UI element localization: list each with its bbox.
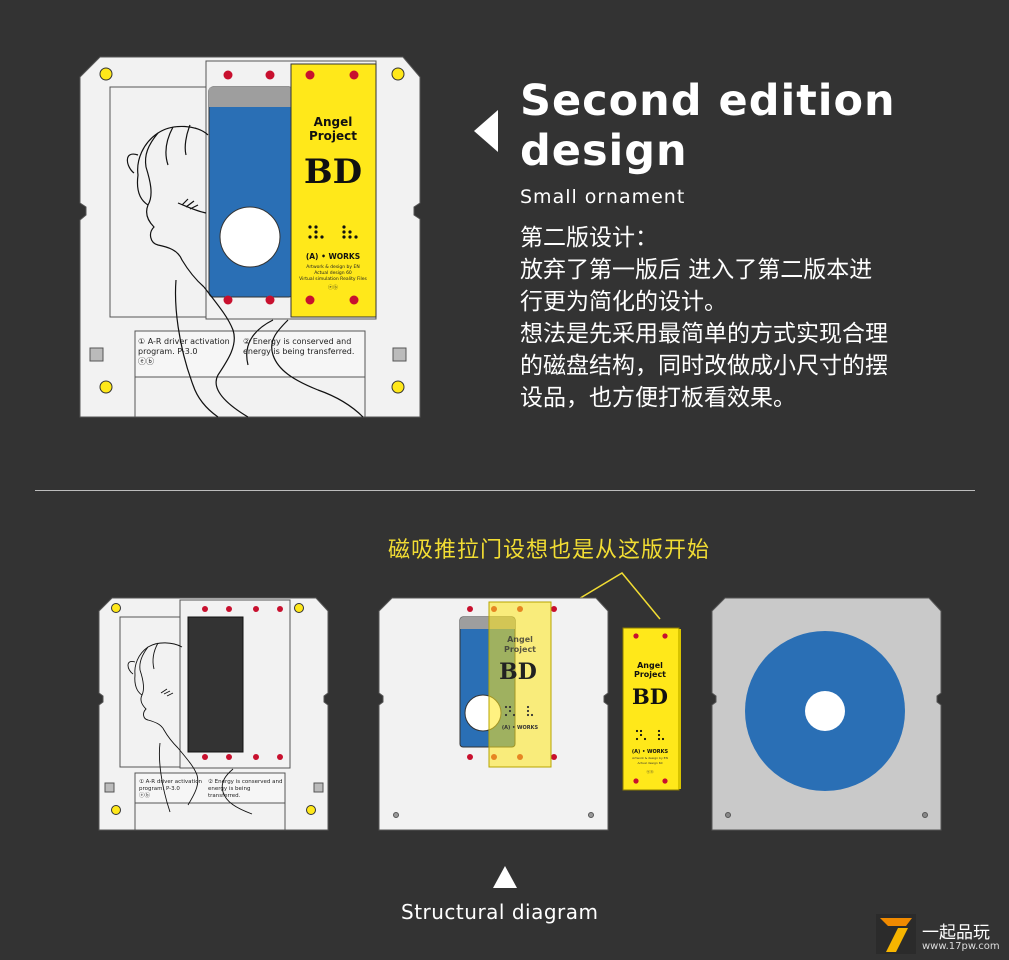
svg-text:ⓔⓑ: ⓔⓑ — [139, 791, 151, 799]
watermark-url: www.17pw.com — [922, 941, 1000, 952]
structure-disk-overlay: Angel Project BD (A) • WORKS — [378, 597, 609, 831]
svg-text:Project: Project — [634, 670, 666, 679]
caption-leader-lines — [561, 572, 661, 620]
disk-hub-hole — [219, 206, 281, 268]
svg-text:program. P-3.0: program. P-3.0 — [139, 786, 180, 792]
label-line2: Project — [309, 129, 357, 143]
red-dot — [349, 295, 359, 305]
main-disk-illustration: Angel Project BD (A) • WORKS Artwork & d… — [79, 56, 421, 418]
svg-text:Actual design 60: Actual design 60 — [637, 761, 662, 765]
red-dot — [265, 70, 275, 80]
label-mark: ⓔⓑ — [328, 284, 338, 291]
corner-dot — [391, 67, 405, 81]
svg-text:BD: BD — [632, 684, 668, 709]
red-dot — [305, 70, 315, 80]
label-small2: Actual design 60 — [314, 270, 352, 276]
red-dot — [265, 295, 275, 305]
label-big: BD — [304, 152, 362, 192]
page-subtitle: Small ornament — [520, 186, 686, 208]
bottom-label-box — [134, 330, 366, 378]
write-protect-square — [392, 347, 407, 362]
bottom-label-left-text: ① A-R driver activation program. P-3.0 — [138, 337, 230, 356]
label-card — [290, 63, 377, 318]
write-protect-square — [89, 347, 104, 362]
label-small1: Artwork & design by EN — [306, 264, 359, 270]
watermark-name: 一起品玩 — [922, 923, 990, 943]
braille-dots — [308, 225, 358, 239]
bottom-label-left-mark: ⓔⓑ — [138, 357, 154, 366]
red-dot — [349, 70, 359, 80]
description-text: 第二版设计： 放弃了第一版后 进入了第二版本进 行更为简化的设计。 想法是先采用… — [520, 225, 888, 411]
svg-text:Project: Project — [504, 645, 536, 654]
svg-text:② Energy is conserved and: ② Energy is conserved and — [208, 778, 282, 785]
corner-dot — [99, 380, 113, 394]
red-dot — [305, 295, 315, 305]
svg-text:Angel: Angel — [637, 661, 663, 670]
label-works: (A) • WORKS — [306, 252, 360, 261]
svg-text:Artwork & design by EN: Artwork & design by EN — [632, 756, 668, 760]
structure-disk-front: ① A-R driver activation program. P-3.0 ⓔ… — [98, 597, 329, 831]
structure-disk-back — [711, 597, 942, 831]
svg-text:① A-R driver activation: ① A-R driver activation — [139, 779, 203, 785]
disk-hub — [805, 691, 845, 731]
section-divider — [35, 490, 975, 491]
structure-label-card: Angel Project BD (A) • WORKS Artwork & d… — [622, 627, 681, 791]
bottom-label-right-text: ② Energy is conserved and energy is bein… — [243, 337, 355, 356]
structural-caption: Structural diagram — [401, 900, 599, 924]
corner-dot — [99, 67, 113, 81]
svg-text:(A) • WORKS: (A) • WORKS — [502, 725, 539, 731]
svg-text:(A) • WORKS: (A) • WORKS — [632, 749, 669, 755]
svg-text:energy is being: energy is being — [208, 786, 250, 792]
label-small3: Virtual simulation Reality Files — [299, 276, 367, 282]
red-dot — [223, 295, 233, 305]
svg-text:BD: BD — [499, 659, 537, 685]
corner-dot — [391, 380, 405, 394]
watermark-logo-icon — [876, 914, 916, 954]
title-line1: Second edition — [520, 76, 896, 126]
label-line1: Angel — [314, 115, 353, 129]
up-arrow-icon — [493, 866, 517, 888]
svg-text:Angel: Angel — [507, 635, 533, 644]
svg-text:ⓔⓑ: ⓔⓑ — [647, 769, 655, 774]
left-arrow-icon — [474, 110, 498, 152]
title-line2: design — [520, 126, 688, 176]
red-dot — [223, 70, 233, 80]
magnetic-caption: 磁吸推拉门设想也是从这版开始 — [388, 538, 711, 563]
girl-line-art — [126, 124, 364, 418]
page-title: Second edition design — [520, 76, 980, 176]
